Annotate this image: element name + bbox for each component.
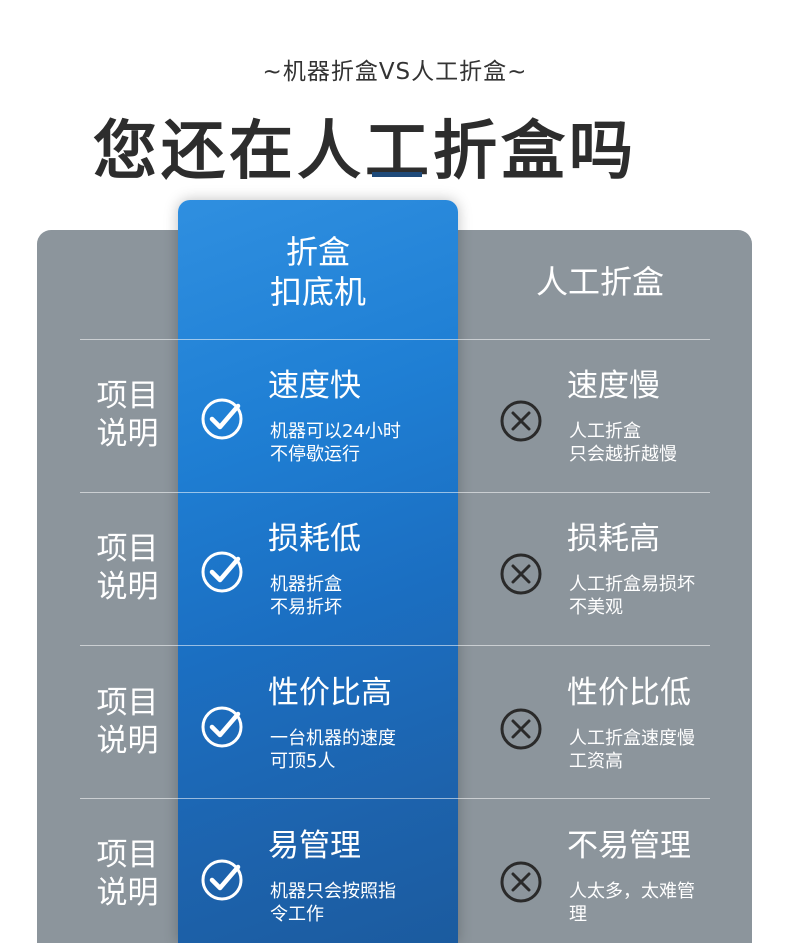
desc-line: 机器可以24小时: [270, 421, 401, 442]
machine-benefit-title: 速度快: [268, 368, 361, 404]
row-divider: [80, 492, 710, 493]
machine-benefit-title: 性价比高: [268, 675, 392, 711]
x-circle-icon: [500, 400, 542, 442]
desc-line: 只会越折越慢: [569, 444, 677, 465]
row-label-line2: 说明: [96, 416, 159, 452]
title-underline: [372, 172, 422, 177]
x-circle-icon: [500, 861, 542, 903]
desc-line: 不易折坏: [270, 597, 342, 618]
row-divider: [80, 645, 710, 646]
desc-line: 令工作: [270, 904, 324, 925]
row-divider: [80, 339, 710, 340]
check-circle-icon: [201, 859, 243, 901]
machine-benefit-desc: 机器只会按照指 令工作: [270, 880, 450, 926]
machine-benefit-title: 损耗低: [268, 521, 361, 557]
x-circle-icon: [500, 553, 542, 595]
row-label: 项目 说明: [90, 684, 165, 760]
manual-drawback-title: 性价比低: [567, 675, 691, 711]
row-label-line2: 说明: [96, 875, 159, 911]
manual-drawback-desc: 人工折盒易损坏 不美观: [569, 573, 749, 619]
manual-drawback-desc: 人太多，太难管 理: [569, 880, 749, 926]
desc-line: 可顶5人: [270, 751, 336, 772]
row-label-line1: 项目: [96, 531, 159, 567]
row-label: 项目 说明: [90, 836, 165, 912]
check-circle-icon: [201, 551, 243, 593]
row-label-line1: 项目: [96, 685, 159, 721]
desc-line: 机器只会按照指: [270, 881, 396, 902]
manual-drawback-desc: 人工折盒 只会越折越慢: [569, 420, 749, 466]
desc-line: 理: [569, 904, 587, 925]
check-circle-icon: [201, 706, 243, 748]
check-circle-icon: [201, 398, 243, 440]
machine-benefit-desc: 一台机器的速度 可顶5人: [270, 727, 450, 773]
row-label-line1: 项目: [96, 378, 159, 414]
desc-line: 人工折盒: [569, 421, 641, 442]
desc-line: 人工折盒速度慢: [569, 728, 695, 749]
row-label-line2: 说明: [96, 723, 159, 759]
row-label: 项目 说明: [90, 377, 165, 453]
x-circle-icon: [500, 708, 542, 750]
desc-line: 工资高: [569, 751, 623, 772]
row-label: 项目 说明: [90, 530, 165, 606]
desc-line: 人工折盒易损坏: [569, 574, 695, 595]
machine-header-line2: 扣底机: [269, 273, 366, 311]
manual-drawback-title: 不易管理: [567, 828, 691, 864]
subtitle: ~机器折盒VS人工折盒~: [262, 59, 528, 85]
machine-benefit-desc: 机器折盒 不易折坏: [270, 573, 450, 619]
machine-column-header: 折盒 扣底机: [178, 232, 458, 312]
machine-benefit-desc: 机器可以24小时 不停歇运行: [270, 420, 450, 466]
page-title: 您还在人工折盒吗: [93, 115, 637, 189]
manual-drawback-title: 速度慢: [567, 368, 660, 404]
row-label-line2: 说明: [96, 569, 159, 605]
desc-line: 不停歇运行: [270, 444, 360, 465]
desc-line: 人太多，太难管: [569, 881, 695, 902]
machine-benefit-title: 易管理: [268, 828, 361, 864]
row-divider: [80, 798, 710, 799]
row-label-line1: 项目: [96, 837, 159, 873]
manual-column-header: 人工折盒: [535, 263, 664, 301]
manual-drawback-title: 损耗高: [567, 521, 660, 557]
manual-drawback-desc: 人工折盒速度慢 工资高: [569, 727, 749, 773]
machine-header-line1: 折盒: [285, 233, 350, 271]
desc-line: 不美观: [569, 597, 623, 618]
desc-line: 机器折盒: [270, 574, 342, 595]
desc-line: 一台机器的速度: [270, 728, 396, 749]
